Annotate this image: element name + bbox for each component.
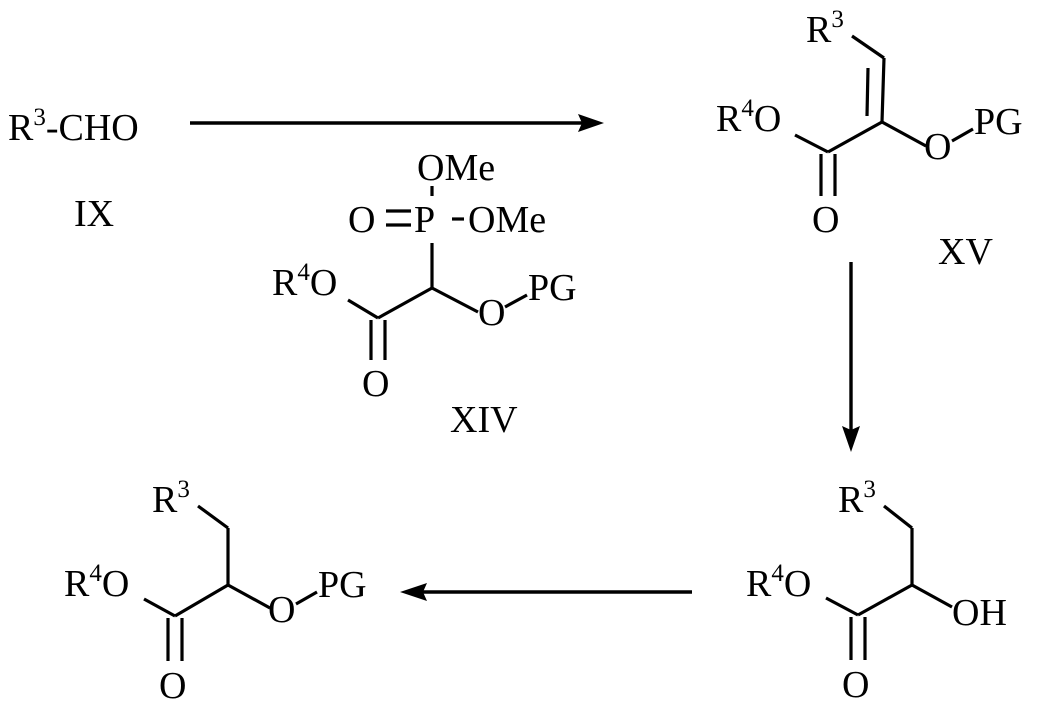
ether-oxygen-label-xiv: O	[478, 292, 505, 334]
label-compound-xiv: XIV	[450, 399, 518, 441]
ester-oxygen-o-hydroxy: O	[784, 563, 811, 605]
hydroxyl-label: OH	[952, 592, 1007, 634]
r3-superscript-hydroxy: 3	[863, 476, 876, 503]
label-compound-ix: IX	[74, 193, 114, 235]
bond-methine-to-ether-oxygen	[431, 286, 479, 314]
aldehyde-formula-text: R3-CHO	[8, 104, 139, 149]
structure-aldehyde-ix: R3-CHO IX	[8, 104, 139, 235]
ester-oxygen-o-xv: O	[754, 98, 781, 140]
structure-phosphonate-xiv: P OMe OMe O R4O	[272, 147, 577, 441]
carbonyl-oxygen-label-xv: O	[812, 199, 839, 241]
ester-oxygen-label-xiv: R4O	[272, 259, 337, 304]
ester-oxygen-label-hydroxy: R4O	[746, 560, 811, 605]
label-compound-xv: XV	[938, 231, 993, 273]
bond-ether-oxygen-to-pg-xiv	[504, 293, 528, 309]
structure-alpha-hydroxy-ester: R3 OH R4O O	[746, 476, 1007, 706]
methoxy-right-label: OMe	[468, 199, 546, 241]
bond-methine-to-hydroxyl	[911, 583, 953, 609]
ester-oxygen-o-protected: O	[102, 563, 129, 605]
phosphorus-atom-label: P	[414, 199, 435, 241]
bond-esteroxygen-to-carbonyl-protected	[143, 597, 176, 618]
r3-superscript-protected: 3	[177, 476, 190, 503]
r3-label-protected: R3	[152, 476, 190, 521]
bond-methine-to-carbonyl-protected	[174, 583, 229, 618]
ester-r4-superscript-xiv: 4	[297, 259, 310, 286]
bond-r3-to-methylene-protected	[197, 504, 229, 530]
ester-oxygen-o-xiv: O	[310, 262, 337, 304]
ester-r4-superscript-hydroxy: 4	[771, 560, 784, 587]
bond-r3-to-vinyl-xv	[851, 34, 885, 60]
bond-ether-oxygen-to-pg-protected	[295, 590, 318, 606]
ester-oxygen-label-protected: R4O	[64, 560, 129, 605]
carbonyl-oxygen-label-protected: O	[159, 665, 186, 707]
r3-label-xv: R3	[806, 6, 844, 51]
bond-alkene-inner-xv	[865, 67, 870, 117]
methoxy-top-label: OMe	[417, 147, 495, 189]
ester-oxygen-label-xv: R4O	[716, 95, 781, 140]
arrow-ix-to-xv-head	[578, 114, 604, 132]
aldehyde-r3-superscript: 3	[33, 104, 46, 131]
bond-methine-to-carbonyl	[377, 286, 433, 320]
structure-enol-ether-xv: R3 R4O O O PG	[716, 6, 1023, 273]
bond-methine-to-ether-oxygen-protected	[227, 583, 271, 610]
arrow-xv-to-hydroxy-head	[842, 426, 860, 452]
bond-alkene-outer-xv	[880, 57, 886, 123]
r3-superscript-xv: 3	[831, 6, 844, 33]
bond-esteroxygen-to-carbonyl-xiv	[347, 298, 379, 320]
bond-alphacarbon-to-carbonyl-xv	[827, 120, 883, 154]
arrow-hydroxy-to-protected-head	[400, 583, 427, 601]
structure-alpha-protected-ester: R3 O PG R4O O	[64, 476, 367, 707]
arrow-ix-to-xv	[190, 114, 604, 132]
ether-oxygen-label-xv: O	[924, 126, 951, 168]
arrow-xv-to-hydroxy	[842, 262, 860, 452]
bond-alphacarbon-to-ether-oxygen-xv	[881, 120, 927, 148]
ester-r4-superscript-protected: 4	[89, 560, 102, 587]
aldehyde-cho-text: -CHO	[46, 107, 139, 149]
bond-methine-to-carbonyl-hydroxy	[857, 583, 913, 617]
bond-r3-to-methylene-hydroxy	[883, 504, 913, 530]
carbonyl-oxygen-label-xiv: O	[362, 363, 389, 405]
ether-oxygen-label-protected: O	[268, 589, 295, 631]
phosphoryl-oxygen-label: O	[348, 199, 375, 241]
bond-esteroxygen-to-carbonyl-xv	[794, 133, 829, 154]
ester-r4-superscript-xv: 4	[741, 95, 754, 122]
protecting-group-label-protected: PG	[318, 564, 367, 606]
bond-ether-oxygen-to-pg-xv	[951, 127, 974, 143]
protecting-group-label-xv: PG	[974, 101, 1023, 143]
arrow-hydroxy-to-protected	[400, 583, 692, 601]
protecting-group-label-xiv: PG	[528, 267, 577, 309]
r3-label-hydroxy: R3	[838, 476, 876, 521]
bond-esteroxygen-to-carbonyl-hydroxy	[825, 596, 859, 617]
carbonyl-oxygen-label-hydroxy: O	[842, 664, 869, 706]
